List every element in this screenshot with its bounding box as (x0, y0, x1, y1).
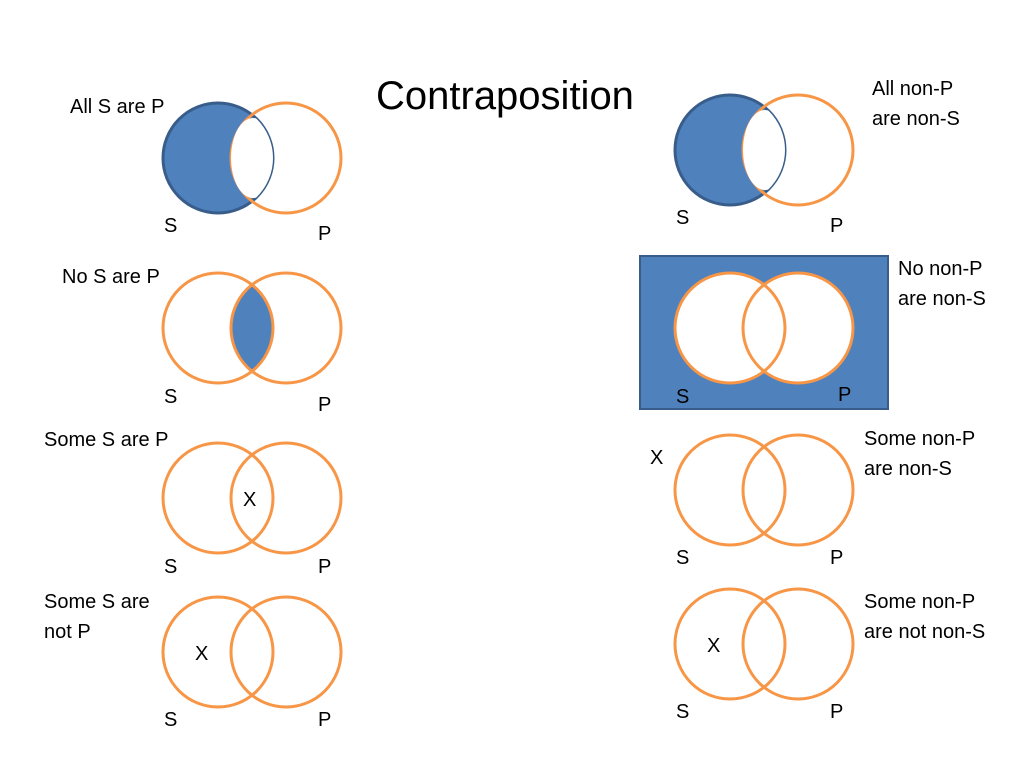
circle-s (161, 595, 275, 709)
statement-line: are non-S (872, 108, 960, 130)
statement-line: Some S are P (44, 429, 169, 451)
circle-s (161, 441, 275, 555)
statement-label: Some non-P are not non-S (864, 587, 985, 647)
p-label: P (830, 215, 844, 237)
statement-label: Some S are P (44, 425, 169, 455)
x-mark: X (650, 447, 664, 469)
circle-p (229, 595, 343, 709)
statement-label: No non-P are non-S (898, 254, 986, 314)
statement-line: Some non-P (864, 428, 976, 450)
unshaded-lens (743, 110, 785, 190)
p-label: P (830, 701, 844, 723)
venn-all-non-p-are-non-s (673, 93, 855, 207)
statement-line: not P (44, 621, 91, 643)
s-label: S (164, 709, 178, 731)
p-label: P (318, 223, 332, 245)
circle-p (741, 271, 855, 385)
s-label: S (676, 386, 690, 408)
p-label: P (830, 547, 844, 569)
circle-p (741, 433, 855, 547)
statement-line: All non-P (872, 78, 954, 100)
statement-line: No S are P (62, 266, 160, 288)
circle-p (229, 441, 343, 555)
circle-p-fill (743, 273, 853, 383)
circle-p (229, 271, 343, 385)
statement-line: are non-S (864, 458, 952, 480)
p-label: P (318, 394, 332, 416)
s-label: S (164, 386, 178, 408)
x-mark: X (195, 643, 209, 665)
statement-label: All S are P (70, 92, 164, 122)
statement-label: Some S are not P (44, 587, 150, 647)
x-mark: X (707, 635, 721, 657)
s-label: S (676, 701, 690, 723)
statement-line: No non-P (898, 258, 983, 280)
p-label: P (318, 556, 332, 578)
venn-some-non-p-are-non-s (673, 433, 855, 547)
s-label: S (676, 207, 690, 229)
circle-s (673, 587, 787, 701)
statement-label: No S are P (62, 262, 160, 292)
s-label: S (164, 556, 178, 578)
statement-line: All S are P (70, 96, 165, 118)
unshaded-lens (231, 118, 273, 198)
statement-label: All non-P are non-S (872, 74, 960, 134)
venn-no-s-are-p (161, 271, 343, 385)
s-label: S (676, 547, 690, 569)
slide-title: Contraposition (376, 74, 634, 118)
circle-s (161, 271, 275, 385)
statement-line: are non-S (898, 288, 986, 310)
venn-some-non-p-are-not-non-s (673, 587, 855, 701)
statement-line: Some non-P (864, 591, 976, 613)
statement-line: Some S are (44, 591, 150, 613)
statement-line: are not non-S (864, 621, 986, 643)
statement-label: Some non-P are non-S (864, 424, 975, 484)
x-mark: X (243, 489, 257, 511)
shaded-intersection (231, 273, 273, 383)
venn-some-s-are-not-p (161, 595, 343, 709)
circle-s (673, 271, 787, 385)
venn-some-s-are-p (161, 441, 343, 555)
venn-no-non-p-are-non-s (639, 255, 889, 410)
p-label: P (838, 384, 852, 406)
circle-p (741, 587, 855, 701)
p-label: P (318, 709, 332, 731)
venn-all-s-are-p (161, 101, 343, 215)
circle-s (673, 433, 787, 547)
s-label: S (164, 215, 178, 237)
